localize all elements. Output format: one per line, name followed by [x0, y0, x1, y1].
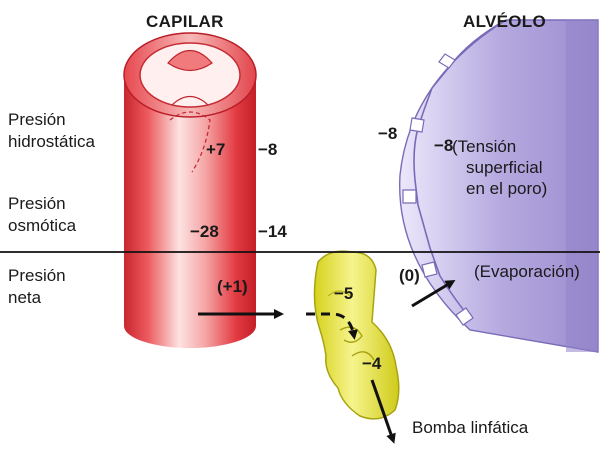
interstitial-hydrostatic-value: −8 [258, 140, 278, 159]
alveolus-header: ALVÉOLO [463, 12, 547, 31]
lymphatic-vessel [313, 250, 400, 420]
net-label-line2: neta [8, 288, 42, 307]
net-label-line1: Presión [8, 266, 66, 285]
capillary-header: CAPILAR [146, 12, 224, 31]
evaporation-annotation: (Evaporación) [474, 262, 580, 281]
lymphatic-pump-annotation: Bomba linfática [412, 418, 529, 437]
net-label: Presión neta [8, 265, 66, 309]
capillary-hydrostatic-value: +7 [206, 140, 226, 159]
evaporation-pressure-value: (0) [399, 266, 420, 285]
interstitial-fluid-value: −5 [334, 284, 354, 303]
alveolus-wall [398, 19, 599, 353]
osmotic-label-line1: Presión [8, 194, 66, 213]
hydrostatic-label: Presión hidrostática [8, 109, 95, 153]
capillary-tube [123, 32, 257, 348]
hydrostatic-label-line1: Presión [8, 110, 66, 129]
alveolar-hydrostatic-value: −8 [378, 124, 398, 143]
surface-tension-line1: (Tensión [452, 137, 517, 156]
interstitial-osmotic-value: −14 [258, 222, 287, 241]
hydrostatic-label-line2: hidrostática [8, 132, 95, 151]
pore-pressure-value: −8 [434, 136, 454, 155]
osmotic-label-line2: osmótica [8, 216, 77, 235]
surface-tension-line3: en el poro) [466, 179, 548, 198]
surface-tension-line2: superficial [466, 158, 543, 177]
flow-arrows [198, 279, 456, 444]
surface-tension-annotation: (Tensión superficial en el poro) [452, 136, 547, 199]
osmotic-label: Presión osmótica [8, 193, 76, 237]
net-capillary-value: (+1) [217, 277, 248, 296]
lymphatic-pressure-value: −4 [362, 354, 382, 373]
capillary-osmotic-value: −28 [190, 222, 219, 241]
